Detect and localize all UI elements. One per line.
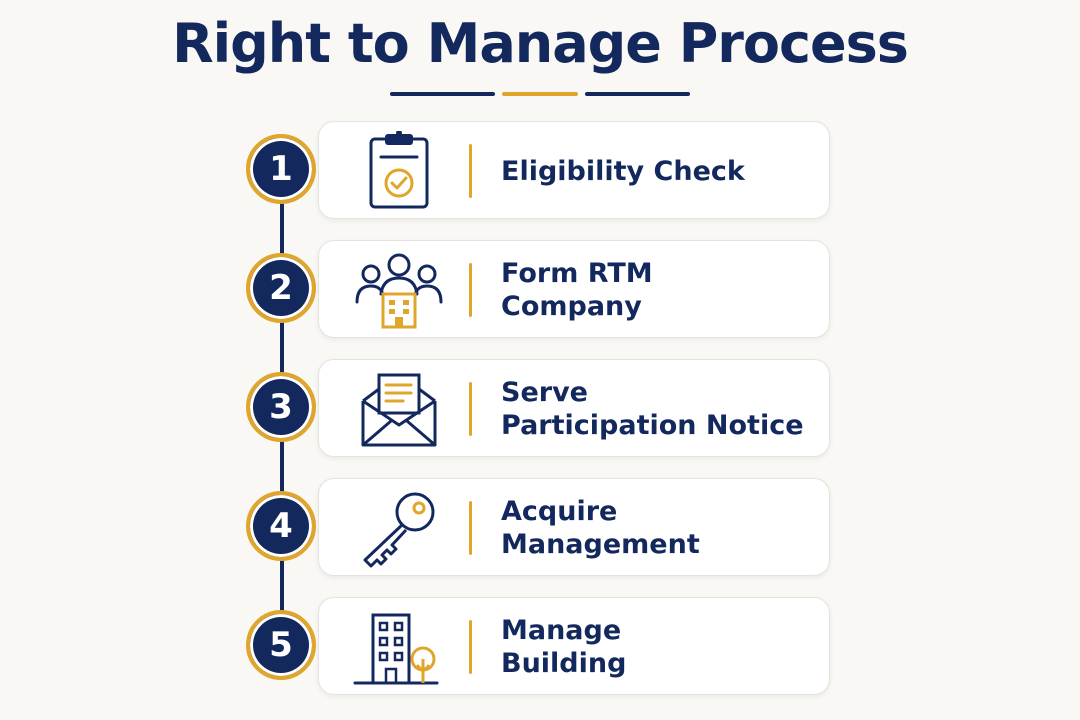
page-title: Right to Manage Process: [172, 12, 909, 75]
step-card-acquire-management: Acquire Management: [318, 478, 830, 576]
step-label: Form RTM Company: [501, 258, 653, 322]
title-underline-left: [390, 92, 495, 96]
step-number-badge: 4: [246, 491, 316, 561]
clipboard-check-icon: [369, 131, 429, 209]
title-underline-right: [585, 92, 690, 96]
people-building-icon: [355, 253, 443, 329]
card-divider: [469, 382, 472, 436]
step-label: Eligibility Check: [501, 155, 745, 187]
step-card-eligibility-check: Eligibility Check: [318, 121, 830, 219]
step-card-form-rtm-company: Form RTM Company: [318, 240, 830, 338]
step-label: Acquire Management: [501, 496, 700, 560]
key-icon: [363, 492, 435, 568]
step-label: Manage Building: [501, 615, 627, 679]
step-card-manage-building: Manage Building: [318, 597, 830, 695]
step-card-serve-participation-notice: Serve Participation Notice: [318, 359, 830, 457]
card-divider: [469, 144, 472, 198]
card-divider: [469, 501, 472, 555]
building-tree-icon: [353, 613, 439, 685]
card-divider: [469, 263, 472, 317]
title-underline-accent: [502, 92, 578, 96]
step-number-badge: 2: [246, 253, 316, 323]
step-number-badge: 3: [246, 372, 316, 442]
envelope-letter-icon: [361, 373, 437, 447]
card-divider: [469, 620, 472, 674]
step-number-badge: 5: [246, 610, 316, 680]
step-label: Serve Participation Notice: [501, 377, 804, 441]
step-number-badge: 1: [246, 134, 316, 204]
